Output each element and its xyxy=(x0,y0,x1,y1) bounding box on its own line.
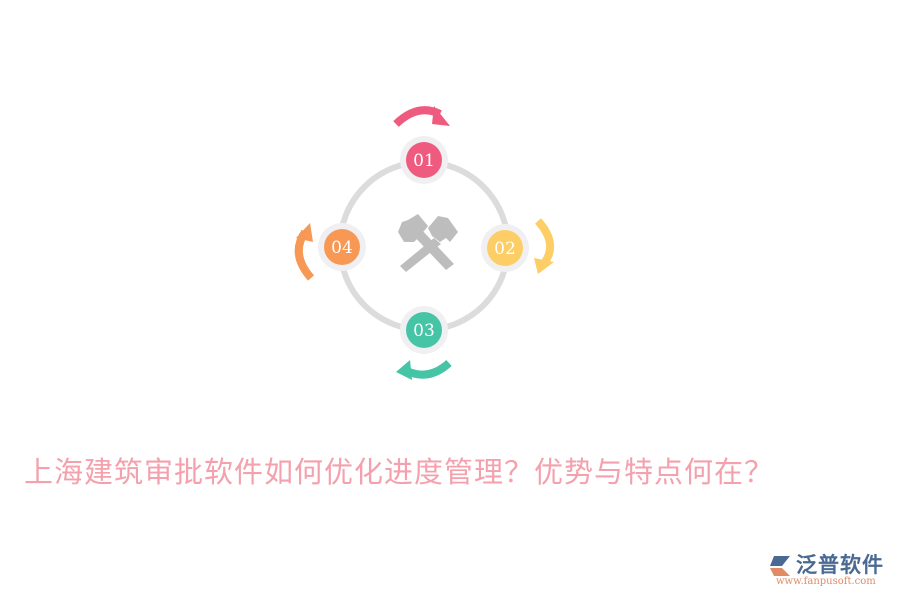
logo-mark-icon xyxy=(770,556,790,576)
step-01-label: 01 xyxy=(413,151,435,171)
step-04: 04 xyxy=(318,223,366,271)
cycle-diagram: 01 02 03 04 xyxy=(294,106,554,380)
step-02: 02 xyxy=(481,224,529,272)
arrow-left-icon xyxy=(294,223,315,281)
arrow-top-icon xyxy=(393,106,450,127)
logo-url: www.fanpusoft.com xyxy=(776,576,876,587)
fanpu-logo[interactable]: 泛普软件 www.fanpusoft.com xyxy=(768,552,893,592)
step-01: 01 xyxy=(400,136,448,184)
crossed-hammers-icon xyxy=(398,214,458,272)
page-title: 上海建筑审批软件如何优化进度管理？优势与特点何在？ xyxy=(24,455,775,489)
arrow-bottom-icon xyxy=(396,359,452,380)
step-02-label: 02 xyxy=(494,239,516,259)
arrow-right-icon xyxy=(534,218,554,274)
logo-name: 泛普软件 xyxy=(796,553,884,577)
step-03: 03 xyxy=(400,306,448,354)
step-03-label: 03 xyxy=(413,321,435,341)
step-04-label: 04 xyxy=(331,238,353,258)
